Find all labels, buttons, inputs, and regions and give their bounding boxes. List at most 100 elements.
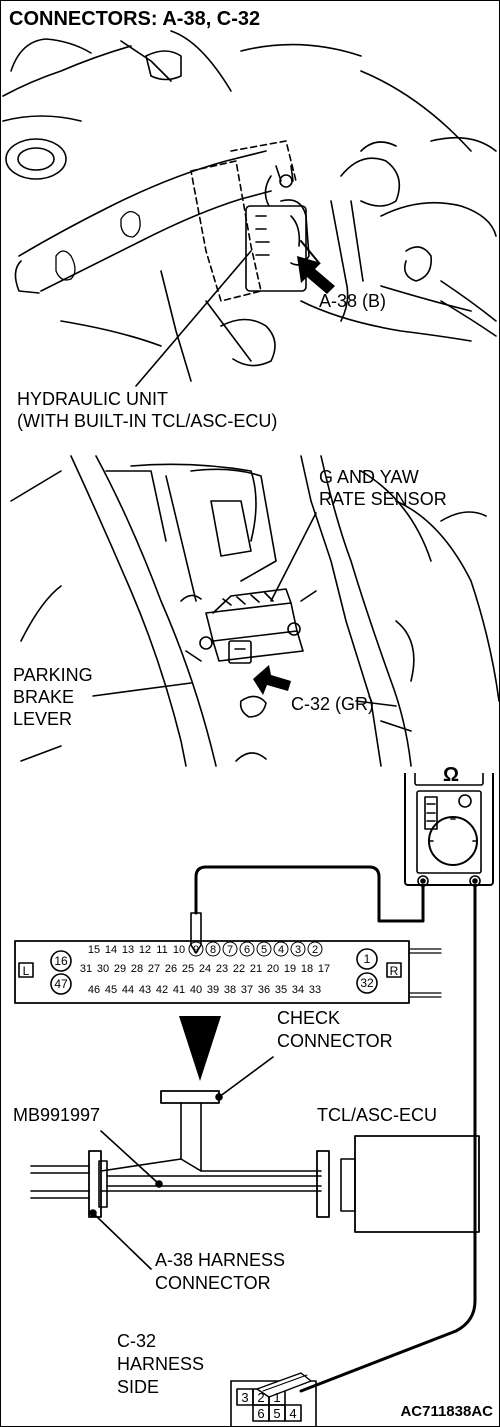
c32-pin-number: 1 — [273, 1390, 280, 1405]
c32-side-label-line3: SIDE — [117, 1377, 160, 1397]
ohmmeter — [404, 773, 494, 887]
pin-number: 1 — [364, 952, 371, 966]
pin-number: 9 — [193, 944, 199, 956]
pin-number: 5 — [261, 944, 267, 956]
pin-ring — [256, 941, 272, 957]
hydraulic-unit-body — [245, 165, 310, 292]
c32-pin-number: 3 — [241, 1390, 248, 1405]
c32-connector-label: C-32 (GR) — [291, 694, 375, 714]
pin-number: 36 — [258, 984, 270, 996]
pin-number: 14 — [105, 944, 117, 956]
pin-number: 7 — [227, 944, 233, 956]
pin-number: 45 — [105, 984, 117, 996]
pin-ring — [239, 941, 255, 957]
a38-connector-label: A-38 (B) — [319, 291, 387, 311]
c32-pin-number: 2 — [257, 1390, 264, 1405]
pin-number: 40 — [190, 984, 202, 996]
parking-brake-label-line2: BRAKE — [13, 687, 75, 707]
pin-number: 3 — [295, 944, 301, 956]
a38-arrow — [297, 256, 335, 294]
hydraulic-unit-label-line1: HYDRAULIC UNIT — [17, 389, 169, 409]
pin-number: 26 — [165, 963, 177, 975]
pin-ring — [307, 941, 323, 957]
c32-pin-number: 4 — [289, 1406, 296, 1421]
hydraulic-unit-illustration — [2, 30, 497, 387]
pin-ring — [273, 941, 289, 957]
pin-number: 39 — [207, 984, 219, 996]
pin-number: 16 — [54, 954, 68, 968]
check-connector-label-line2: CONNECTOR — [277, 1031, 393, 1051]
a38-harness-label-line1: A-38 HARNESS — [155, 1250, 286, 1270]
pin-number: 4 — [278, 944, 284, 956]
pin-number: 17 — [318, 963, 330, 975]
pin-ring — [222, 941, 238, 957]
engine-bay-parts — [60, 141, 497, 382]
pin-number: 22 — [233, 963, 245, 975]
pin-number: 12 — [139, 944, 151, 956]
pin-number: 19 — [284, 963, 296, 975]
pin-number: 18 — [301, 963, 313, 975]
check-connector-probe — [190, 912, 202, 954]
pin-number: 38 — [224, 984, 236, 996]
parking-brake-label-line3: LEVER — [13, 709, 73, 729]
test-leads — [194, 865, 477, 1393]
pin-number: 24 — [199, 963, 211, 975]
pin-number: 43 — [139, 984, 151, 996]
callout-leaders — [135, 240, 320, 387]
middle-callout-leaders — [92, 512, 317, 697]
parking-brake-label-line1: PARKING — [13, 665, 93, 685]
pin-number: 29 — [114, 963, 126, 975]
left-side-marker: L — [23, 964, 30, 978]
pin-number: 15 — [88, 944, 100, 956]
check-connector-body — [14, 940, 442, 1004]
pin-number: 11 — [156, 944, 167, 956]
pin-number: 27 — [148, 963, 160, 975]
pin-number: 13 — [122, 944, 134, 956]
pin-number: 8 — [210, 944, 216, 956]
pin-number: 41 — [173, 984, 185, 996]
hydraulic-unit-outline — [190, 140, 297, 302]
pin-number: 32 — [360, 976, 374, 990]
pin-number: 6 — [244, 944, 250, 956]
bottom-leaders — [92, 1056, 274, 1270]
pin-number: 46 — [88, 984, 100, 996]
pin-ring — [290, 941, 306, 957]
pin-number: 2 — [312, 944, 318, 956]
pin-ring — [188, 941, 204, 957]
figure-code: AC711838AC — [400, 1403, 493, 1420]
hydraulic-unit-label-line2: (WITH BUILT-IN TCL/ASC-ECU) — [17, 411, 278, 431]
tool-label: MB991997 — [13, 1105, 101, 1125]
pin-number: 34 — [292, 984, 304, 996]
pin-number: 37 — [241, 984, 253, 996]
strut-tower-drawing — [2, 30, 497, 180]
pin-number: 20 — [267, 963, 279, 975]
yaw-rate-sensor-body — [199, 588, 304, 664]
sensor-label-line1: G AND YAW — [319, 467, 419, 487]
a38-harness-label-line2: CONNECTOR — [155, 1273, 271, 1293]
pin-number: 42 — [156, 984, 168, 996]
pin-number: 23 — [216, 963, 228, 975]
pin-number: 10 — [173, 944, 185, 956]
connection-wedge — [179, 1016, 221, 1081]
pin-number: 33 — [309, 984, 321, 996]
ecu-box — [340, 1135, 480, 1233]
console-drawing — [10, 455, 499, 767]
pin-number: 44 — [122, 984, 134, 996]
c32-arrow — [253, 665, 291, 695]
pin-number: 47 — [54, 977, 68, 991]
c32-pin-number: 6 — [257, 1406, 264, 1421]
pin-number: 28 — [131, 963, 143, 975]
yaw-sensor-illustration — [10, 455, 499, 767]
c32-pin-number: 5 — [273, 1406, 280, 1421]
pin-number: 21 — [250, 963, 262, 975]
c32-side-label-line2: HARNESS — [117, 1354, 205, 1374]
pin-number: 31 — [80, 963, 92, 975]
pin-ring — [205, 941, 221, 957]
c32-side-label-line1: C-32 — [117, 1331, 157, 1351]
pin-number: 25 — [182, 963, 194, 975]
right-side-marker: R — [390, 964, 399, 978]
